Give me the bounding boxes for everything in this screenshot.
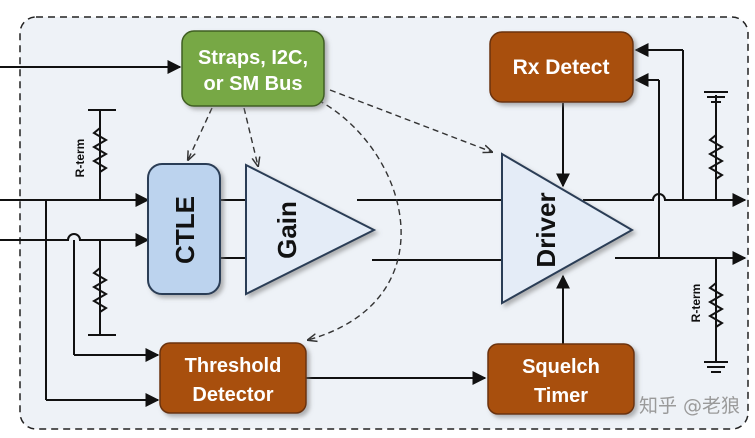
control-dashed-arrows: [188, 89, 492, 340]
driver-amplifier-triangle: [501, 152, 635, 305]
driver-label: Driver: [531, 192, 561, 267]
straps-block-line2: or SM Bus: [204, 73, 303, 95]
rx-detect-block: [489, 31, 634, 103]
resistor-zigzags: [92, 127, 724, 328]
resistor-right-bottom: [708, 282, 724, 328]
resistor-left-top: [92, 127, 108, 173]
watermark-text: 知乎 @老狼: [639, 395, 740, 417]
gain-amplifier-triangle: [245, 163, 377, 296]
threshold-detector-block: [159, 342, 307, 414]
ctle-block: [147, 163, 221, 295]
gain-label: Gain: [272, 201, 302, 259]
squelch-label-line1: Squelch: [522, 356, 600, 378]
outer-dashed-border: [19, 16, 749, 430]
rterm-label-left: R-term: [73, 139, 87, 178]
straps-i2c-smbus-block: [181, 30, 325, 107]
straps-block-line1: Straps, I2C,: [198, 47, 308, 69]
resistor-right-top: [708, 134, 724, 180]
ground-icon-bottom: [704, 361, 728, 373]
resistor-left-bottom: [92, 267, 108, 313]
threshold-label-line2: Detector: [192, 384, 273, 406]
signal-wires: [0, 43, 747, 407]
ground-icon-top: [704, 91, 728, 103]
squelch-timer-block: [487, 343, 635, 415]
squelch-label-line2: Timer: [534, 385, 588, 407]
ctle-label: CTLE: [170, 196, 200, 264]
threshold-label-line1: Threshold: [185, 355, 282, 377]
rterm-label-right: R-term: [689, 284, 703, 323]
rx-detect-label: Rx Detect: [513, 56, 610, 79]
